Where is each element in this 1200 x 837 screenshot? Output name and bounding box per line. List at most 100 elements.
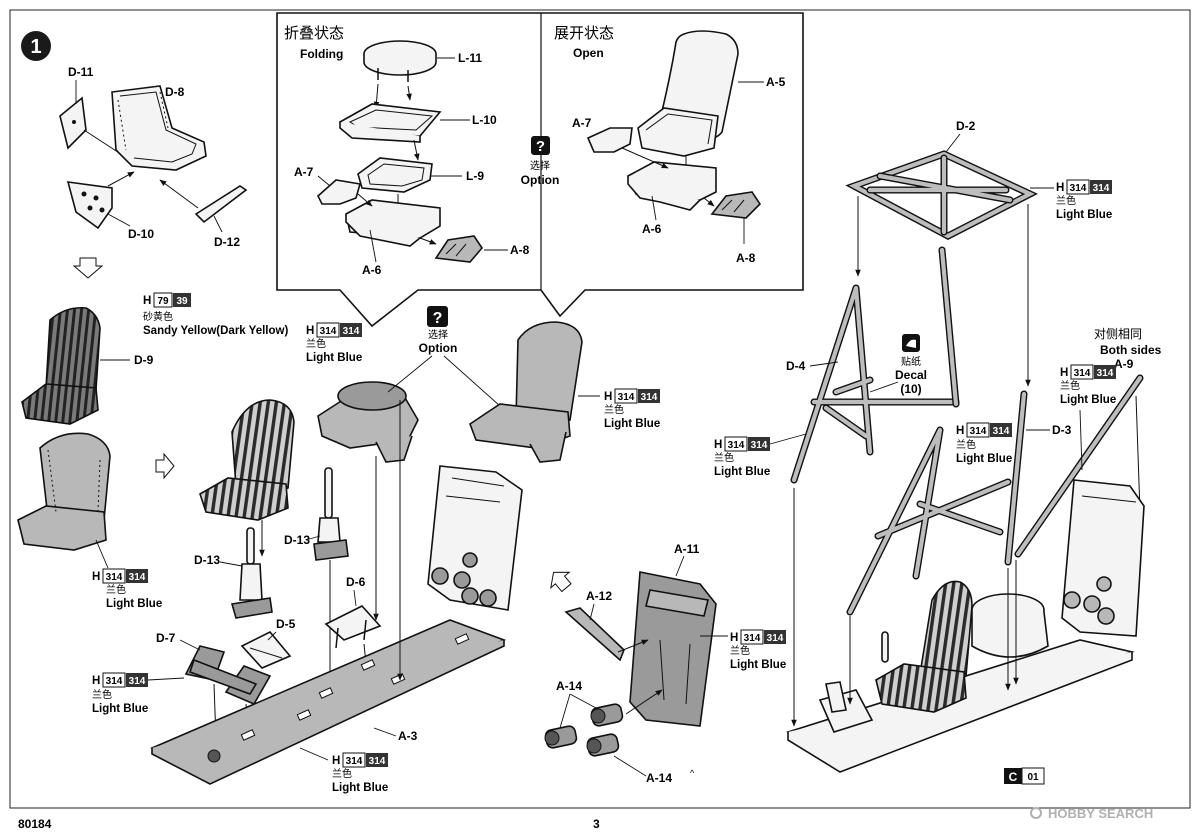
- part-l10-tray: [338, 103, 442, 143]
- part-l11-cushion: [363, 40, 437, 82]
- seat-striped-center: [199, 399, 295, 521]
- part-d12: [194, 185, 248, 224]
- part-d11: [59, 96, 87, 150]
- paint-blue-badge-3: H 314 314 兰色 Light Blue: [604, 388, 660, 430]
- part-a7-open: [586, 127, 633, 153]
- paint-yellow-en: Sandy Yellow(Dark Yellow): [143, 325, 288, 337]
- rear-bulkhead-center: [427, 465, 523, 611]
- label-d5: D-5: [276, 617, 296, 631]
- label-d2: D-2: [956, 119, 976, 133]
- svg-text:314: 314: [343, 326, 360, 337]
- seat-cushion-grey: [317, 381, 419, 463]
- option-en-inset: Option: [521, 173, 560, 187]
- svg-text:314: 314: [106, 572, 123, 583]
- part-l9: [357, 157, 433, 193]
- label-d6: D-6: [346, 575, 366, 589]
- svg-text:314: 314: [618, 392, 635, 403]
- svg-text:Light Blue: Light Blue: [1060, 394, 1116, 406]
- label-a11: A-11: [674, 542, 700, 556]
- page-border: [9, 9, 1191, 809]
- svg-text:314: 314: [106, 676, 123, 687]
- svg-text:314: 314: [751, 440, 768, 451]
- label-d10: D-10: [128, 227, 154, 241]
- part-a5-seat-open: [637, 30, 739, 157]
- hollow-arrow-right: [155, 452, 175, 480]
- svg-text:兰色: 兰色: [92, 688, 112, 701]
- svg-text:兰色: 兰色: [1060, 379, 1080, 392]
- svg-text:314: 314: [346, 756, 363, 767]
- svg-text:314: 314: [129, 676, 146, 687]
- folding-title-en: Folding: [300, 47, 343, 61]
- svg-text:314: 314: [641, 392, 658, 403]
- svg-text:314: 314: [1070, 183, 1087, 194]
- label-a14-top: A-14: [556, 679, 582, 693]
- svg-text:Light Blue: Light Blue: [730, 659, 786, 671]
- kit-number: 80184: [18, 817, 52, 831]
- paint-blue-badge-10: H 314 314 兰色 Light Blue: [1060, 364, 1116, 406]
- svg-text:兰色: 兰色: [604, 403, 624, 416]
- svg-text:H: H: [92, 571, 100, 583]
- paint-yellow-code1: 79: [157, 296, 169, 307]
- decal-en: Decal: [895, 368, 927, 382]
- paint-yellow-prefix: H: [143, 295, 151, 307]
- part-d8-frame: [111, 85, 207, 171]
- part-a11-bulkhead: [629, 571, 717, 727]
- part-d6: [324, 605, 382, 649]
- part-a7-small: [317, 179, 362, 205]
- cockpit-assembly-right: [786, 479, 1145, 773]
- folding-title-cn: 折叠状态: [284, 25, 344, 42]
- svg-text:H: H: [332, 755, 340, 767]
- both-sides-cn: 对侧相同: [1094, 327, 1142, 341]
- paint-yellow-code2: 39: [176, 296, 188, 307]
- label-a8-open: A-8: [736, 251, 756, 265]
- svg-text:兰色: 兰色: [1056, 194, 1076, 207]
- both-sides-en: Both sides: [1100, 343, 1162, 357]
- svg-text:Light Blue: Light Blue: [714, 466, 770, 478]
- option-en-center: Option: [419, 341, 458, 355]
- svg-text:Light Blue: Light Blue: [332, 782, 388, 794]
- svg-text:H: H: [730, 632, 738, 644]
- option-icon-inset: ?: [531, 136, 550, 155]
- svg-text:314: 314: [1093, 183, 1110, 194]
- part-d5: [240, 631, 292, 669]
- svg-text:H: H: [1060, 367, 1068, 379]
- svg-text:314: 314: [320, 326, 337, 337]
- svg-text:314: 314: [369, 756, 386, 767]
- option-cn-inset: 选择: [530, 159, 550, 172]
- hollow-arrow-left: [550, 571, 572, 593]
- label-a7-fold: A-7: [294, 165, 314, 179]
- label-d7: D-7: [156, 631, 176, 645]
- decal-cn: 贴纸: [901, 355, 921, 368]
- part-a6-base: [345, 199, 441, 247]
- step-number: 1: [30, 36, 41, 58]
- label-l9: L-9: [466, 169, 484, 183]
- svg-text:兰色: 兰色: [956, 438, 976, 451]
- small-asterisk: ^: [690, 768, 695, 778]
- option-cn-center: 选择: [428, 328, 448, 341]
- part-d10: [66, 181, 113, 230]
- part-a8-open: [710, 191, 762, 219]
- part-a8: [434, 235, 484, 263]
- paint-blue-badge-6: H 314 314 兰色 Light Blue: [730, 629, 786, 671]
- decal-number: (10): [900, 382, 921, 396]
- label-d3: D-3: [1052, 423, 1072, 437]
- svg-text:314: 314: [1097, 368, 1114, 379]
- part-d2-frame: [845, 150, 1038, 240]
- label-d13-right: D-13: [284, 533, 310, 547]
- label-a6-open: A-6: [642, 222, 662, 236]
- part-d7: [184, 645, 272, 706]
- decal-icon: [902, 334, 920, 352]
- seat-grey-option: [469, 321, 583, 463]
- svg-text:314: 314: [970, 426, 987, 437]
- svg-text:H: H: [306, 325, 314, 337]
- label-a8-fold: A-8: [510, 243, 530, 257]
- code-box: C 01: [1004, 767, 1045, 785]
- rod-vertical-right: [938, 246, 960, 408]
- label-d9: D-9: [134, 353, 154, 367]
- part-d4: [790, 284, 960, 484]
- svg-text:Light Blue: Light Blue: [604, 418, 660, 430]
- svg-text:H: H: [1056, 182, 1064, 194]
- part-a12: [564, 607, 625, 662]
- label-d13-left: D-13: [194, 553, 220, 567]
